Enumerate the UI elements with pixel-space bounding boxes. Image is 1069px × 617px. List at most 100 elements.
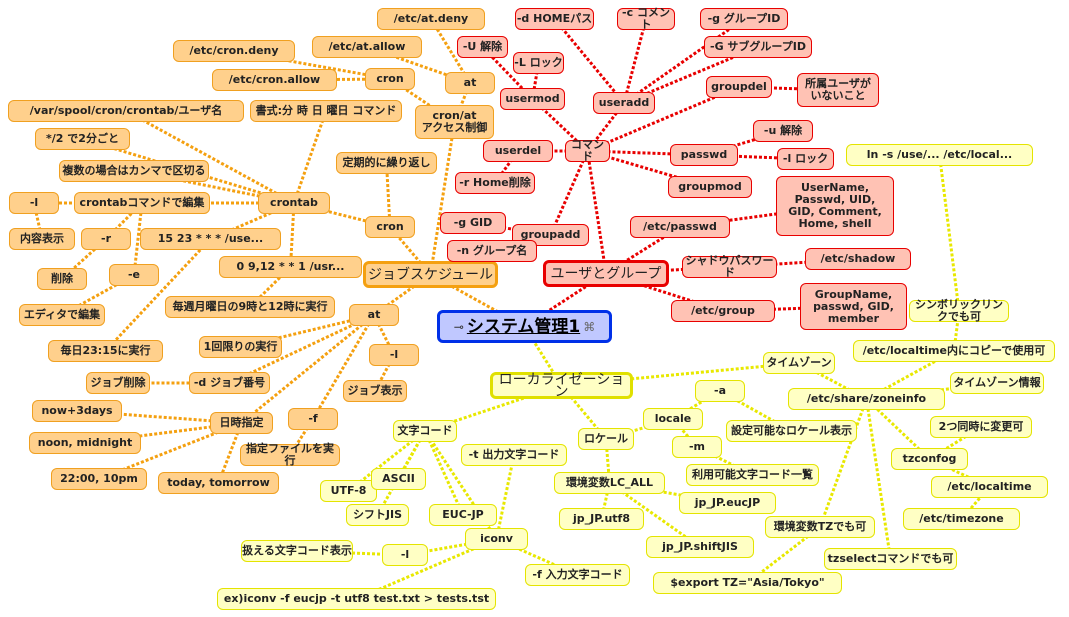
- node-atf[interactable]: -f: [288, 408, 338, 430]
- node-jobdel[interactable]: ジョブ削除: [86, 372, 150, 394]
- node-userfields[interactable]: UserName, Passwd, UID, GID, Comment, Hom…: [776, 176, 894, 236]
- node-userdel[interactable]: userdel: [483, 140, 553, 162]
- node-jputf8[interactable]: jp_JP.utf8: [559, 508, 644, 530]
- node-ac[interactable]: -c コメント: [617, 7, 675, 31]
- node-weekly[interactable]: 毎週月曜日の9時と12時に実行: [165, 296, 335, 318]
- node-etcshadow[interactable]: /etc/shadow: [805, 248, 911, 270]
- node-aG[interactable]: -G サブグループID: [704, 36, 812, 58]
- node-ex1523[interactable]: 15 23 * * * /use...: [140, 228, 281, 250]
- node-cron1[interactable]: cron: [365, 68, 415, 90]
- node-twoat[interactable]: 2つ同時に変更可: [930, 416, 1032, 438]
- node-daily[interactable]: 毎日23:15に実行: [48, 340, 163, 362]
- node-cronallow[interactable]: /etc/cron.allow: [212, 69, 337, 91]
- node-cmdedit[interactable]: crontabコマンドで編集: [74, 192, 210, 214]
- node-groupf[interactable]: /etc/group: [671, 300, 775, 322]
- node-utf8[interactable]: UTF-8: [320, 480, 377, 502]
- node-zoneinfo[interactable]: /etc/share/zoneinfo: [788, 388, 945, 410]
- node-iconvt[interactable]: -t 出力文字コード: [461, 444, 567, 466]
- node-eucjp[interactable]: EUC-JP: [429, 504, 497, 526]
- node-editor[interactable]: エディタで編集: [19, 304, 105, 326]
- node-today[interactable]: today, tomorrow: [158, 472, 279, 494]
- node-atsukau[interactable]: 扱える文字コード表示: [241, 540, 353, 562]
- node-once[interactable]: 1回限りの実行: [199, 336, 282, 358]
- node-tzselect[interactable]: tzselectコマンドでも可: [824, 548, 957, 570]
- node-atallow[interactable]: /etc/at.allow: [312, 36, 422, 58]
- node-tzinfo[interactable]: タイムゾーン情報: [950, 372, 1044, 394]
- node-cron2[interactable]: cron: [365, 216, 415, 238]
- node-path[interactable]: /var/spool/cron/crontab/ユーザ名: [8, 100, 244, 122]
- node-iconvl[interactable]: -l: [382, 544, 428, 566]
- node-at1[interactable]: at: [445, 72, 495, 94]
- node-teiki[interactable]: 定期的に繰り返し: [336, 152, 437, 174]
- node-envtz[interactable]: 環境変数TZでも可: [765, 516, 875, 538]
- node-etclt[interactable]: /etc/localtime: [931, 476, 1048, 498]
- node-shozoku[interactable]: 所属ユーザが いないこと: [797, 73, 879, 107]
- node-sjis[interactable]: シフトJIS: [346, 504, 409, 526]
- node-ag[interactable]: -g グループID: [700, 8, 788, 30]
- node-lcall[interactable]: 環境変数LC_ALL: [554, 472, 665, 494]
- node-ce[interactable]: -e: [109, 264, 159, 286]
- node-sakujo[interactable]: 削除: [37, 268, 87, 290]
- node-at2[interactable]: at: [349, 304, 399, 326]
- node-crontab[interactable]: crontab: [258, 192, 330, 214]
- node-groupdel[interactable]: groupdel: [706, 76, 772, 98]
- node-jobshow[interactable]: ジョブ表示: [343, 380, 407, 402]
- node-usermod[interactable]: usermod: [500, 88, 565, 110]
- node-crondeny[interactable]: /etc/cron.deny: [173, 40, 295, 62]
- node-dnum[interactable]: -d ジョブ番号: [189, 372, 270, 394]
- note-icon[interactable]: ⌘: [583, 319, 596, 334]
- node-charlist[interactable]: 利用可能文字コード一覧: [686, 464, 819, 486]
- node-tzconfog[interactable]: tzconfog: [891, 448, 968, 470]
- node-pu[interactable]: -u 解除: [753, 120, 813, 142]
- node-every2[interactable]: */2 で2分ごと: [35, 128, 130, 150]
- node-ascii[interactable]: ASCII: [371, 468, 426, 490]
- node-la[interactable]: -a: [695, 380, 745, 402]
- node-groupfields[interactable]: GroupName, passwd, GID, member: [800, 283, 907, 330]
- node-localecmd[interactable]: locale: [643, 408, 703, 430]
- node-cmd[interactable]: コマンド: [565, 139, 610, 163]
- node-now3[interactable]: now+3days: [32, 400, 122, 422]
- node-etctz[interactable]: /etc/timezone: [903, 508, 1020, 530]
- node-t2200[interactable]: 22:00, 10pm: [51, 468, 147, 490]
- node-ngrp[interactable]: -n グループ名: [447, 240, 537, 262]
- node-ggid[interactable]: -g GID: [440, 212, 506, 234]
- node-cr[interactable]: -r: [81, 228, 131, 250]
- node-loc[interactable]: ローカライゼーション: [490, 372, 633, 399]
- node-ad[interactable]: -d HOMEパス: [515, 8, 594, 30]
- node-localelbl[interactable]: ロケール: [578, 428, 634, 450]
- node-pl[interactable]: -l ロック: [777, 148, 834, 170]
- node-comma[interactable]: 複数の場合はカンマで区切る: [59, 160, 209, 182]
- node-ltcopy[interactable]: /etc/localtime内にコピーで使用可: [853, 340, 1055, 362]
- node-useradd[interactable]: useradd: [593, 92, 655, 114]
- node-atdeny[interactable]: /etc/at.deny: [377, 8, 485, 30]
- node-fileexec[interactable]: 指定ファイルを実行: [240, 443, 340, 467]
- node-naiyo[interactable]: 内容表示: [9, 228, 75, 250]
- node-shadowlbl[interactable]: シャドウパスワード: [682, 255, 777, 279]
- link-icon[interactable]: ⊸: [453, 319, 464, 334]
- node-atl[interactable]: -l: [369, 344, 419, 366]
- node-moji[interactable]: 文字コード: [393, 420, 457, 442]
- central-topic[interactable]: ⊸ システム管理1 ⌘: [437, 310, 612, 343]
- node-ex0912[interactable]: 0 9,12 * * 1 /usr...: [219, 256, 362, 278]
- node-passwd[interactable]: passwd: [670, 144, 738, 166]
- node-iconv[interactable]: iconv: [465, 528, 528, 550]
- node-cl[interactable]: -l: [9, 192, 59, 214]
- node-noon[interactable]: noon, midnight: [29, 432, 141, 454]
- node-uL[interactable]: -L ロック: [513, 52, 564, 74]
- node-lns[interactable]: ln -s /use/... /etc/local...: [846, 144, 1033, 166]
- node-tz[interactable]: タイムゾーン: [763, 352, 835, 374]
- node-uU[interactable]: -U 解除: [457, 36, 508, 58]
- node-datetime[interactable]: 日時指定: [210, 412, 273, 434]
- node-jpsjis[interactable]: jp_JP.shiftJIS: [646, 536, 754, 558]
- node-lm[interactable]: -m: [672, 436, 722, 458]
- node-jobs[interactable]: ジョブスケジュール: [363, 261, 498, 288]
- node-iconvf[interactable]: -f 入力文字コード: [525, 564, 630, 586]
- node-groupmod[interactable]: groupmod: [668, 176, 752, 198]
- node-export[interactable]: $export TZ="Asia/Tokyo": [653, 572, 842, 594]
- node-settable[interactable]: 設定可能なロケール表示: [726, 420, 857, 442]
- node-users[interactable]: ユーザとグループ: [543, 260, 669, 287]
- node-jpeuc[interactable]: jp_JP.eucJP: [679, 492, 776, 514]
- node-symlink[interactable]: シンボリックリンクでも可: [909, 299, 1009, 323]
- node-shoshiki[interactable]: 書式:分 時 日 曜日 コマンド: [250, 100, 402, 122]
- node-passwdf[interactable]: /etc/passwd: [630, 216, 730, 238]
